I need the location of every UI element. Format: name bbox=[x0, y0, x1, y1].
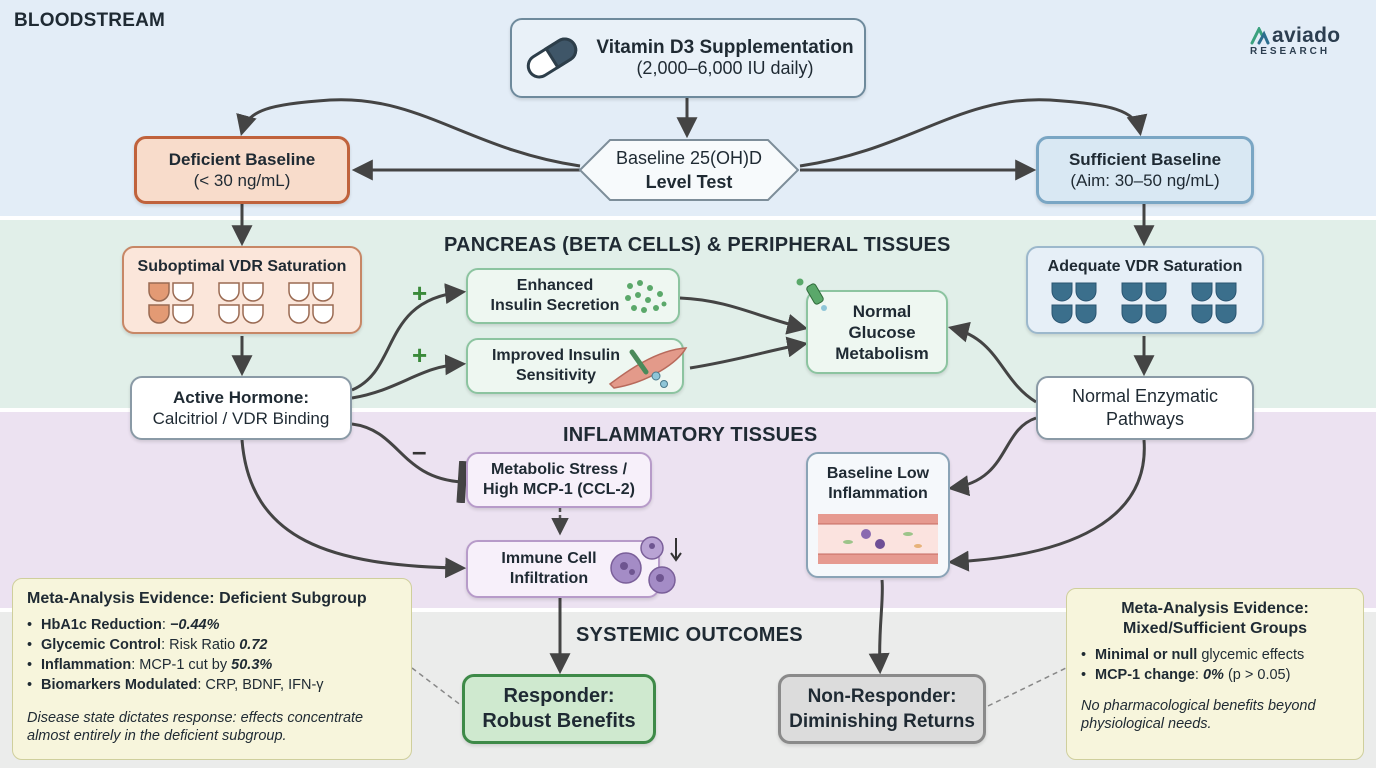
evidence-sufficient-panel: Meta-Analysis Evidence: Mixed/Sufficient… bbox=[1066, 588, 1364, 760]
responder-line2: Robust Benefits bbox=[482, 710, 636, 732]
supplementation-dose: (2,000–6,000 IU daily) bbox=[636, 58, 814, 78]
logo-sub-text: RESEARCH bbox=[1250, 46, 1331, 57]
metabolic-stress-line1: Metabolic Stress / bbox=[490, 461, 628, 478]
evidence-deficient-title: Meta-Analysis Evidence: Deficient Subgro… bbox=[27, 590, 367, 607]
blood-vessel-icon bbox=[818, 514, 938, 564]
evidence-deficient-list: HbA1c Reduction: −0.44% Glycemic Control… bbox=[27, 615, 397, 695]
deficient-baseline-node: Deficient Baseline (< 30 ng/mL) bbox=[134, 136, 350, 204]
band-divider bbox=[0, 608, 1376, 612]
metabolic-stress-node: Metabolic Stress / High MCP-1 (CCL-2) bbox=[466, 452, 652, 508]
deficient-baseline-title: Deficient Baseline bbox=[168, 150, 316, 169]
normal-glucose-line1: Normal bbox=[852, 301, 912, 321]
stimulate-sign: + bbox=[412, 340, 428, 370]
immune-infiltration-line1: Immune Cell bbox=[501, 550, 597, 567]
baseline-low-inflammation-node: Baseline Low Inflammation bbox=[806, 452, 950, 578]
improved-sensitivity-line1: Improved Insulin bbox=[491, 347, 620, 364]
section-title-inflammatory: INFLAMMATORY TISSUES bbox=[563, 424, 818, 446]
baseline-test-line2: Level Test bbox=[645, 172, 733, 192]
sufficient-baseline-range: (Aim: 30–50 ng/mL) bbox=[1070, 171, 1220, 190]
supplementation-node: Vitamin D3 Supplementation (2,000–6,000 … bbox=[510, 18, 866, 98]
list-item: Inflammation: MCP-1 cut by 50.3% bbox=[27, 655, 397, 675]
suboptimal-vdr-title: Suboptimal VDR Saturation bbox=[137, 258, 347, 275]
metabolic-stress-line2: High MCP-1 (CCL-2) bbox=[483, 481, 635, 498]
enhanced-insulin-node: Enhanced Insulin Secretion bbox=[466, 268, 680, 324]
suboptimal-vdr-node: Suboptimal VDR Saturation bbox=[122, 246, 362, 334]
receptor-channel-icon bbox=[796, 278, 827, 311]
responder-node: Responder: Robust Benefits bbox=[462, 674, 656, 744]
improved-sensitivity-line2: Sensitivity bbox=[515, 367, 597, 384]
active-hormone-sub: Calcitriol / VDR Binding bbox=[152, 409, 330, 428]
band-divider bbox=[0, 216, 1376, 220]
logo: aviado RESEARCH bbox=[1250, 24, 1350, 57]
list-item: Biomarkers Modulated: CRP, BDNF, IFN-γ bbox=[27, 675, 397, 695]
evidence-deficient-note: Disease state dictates response: effects… bbox=[27, 710, 364, 744]
capsule-icon bbox=[527, 37, 578, 79]
non-responder-line1: Non-Responder: bbox=[807, 686, 957, 707]
list-item: Glycemic Control: Risk Ratio 0.72 bbox=[27, 635, 397, 655]
non-responder-line2: Diminishing Returns bbox=[789, 711, 975, 732]
immune-infiltration-line2: Infiltration bbox=[509, 570, 589, 587]
improved-sensitivity-node: Improved Insulin Sensitivity bbox=[466, 338, 688, 394]
inflammatory-band bbox=[0, 412, 1376, 608]
adequate-vdr-title: Adequate VDR Saturation bbox=[1047, 258, 1243, 275]
normal-glucose-line2: Glucose bbox=[848, 322, 916, 342]
logo-brand-text: aviado bbox=[1272, 24, 1341, 47]
sufficient-baseline-node: Sufficient Baseline (Aim: 30–50 ng/mL) bbox=[1036, 136, 1254, 204]
unsaturated-receptors-icon bbox=[148, 282, 334, 324]
supplementation-title: Vitamin D3 Supplementation bbox=[596, 37, 854, 58]
responder-line1: Responder: bbox=[503, 685, 615, 707]
saturated-receptors-icon bbox=[1051, 282, 1237, 324]
list-item: HbA1c Reduction: −0.44% bbox=[27, 615, 397, 635]
insulin-granules-icon bbox=[625, 280, 667, 313]
section-title-pancreas: PANCREAS (BETA CELLS) & PERIPHERAL TISSU… bbox=[444, 234, 951, 256]
evidence-sufficient-note: No pharmacological benefits beyond physi… bbox=[1081, 698, 1316, 732]
inhibit-sign: – bbox=[412, 436, 427, 466]
normal-enzymatic-node: Normal Enzymatic Pathways bbox=[1036, 376, 1254, 440]
active-hormone-title: Active Hormone: bbox=[172, 388, 310, 407]
evidence-sufficient-title: Meta-Analysis Evidence: Mixed/Sufficient… bbox=[1121, 600, 1309, 637]
stimulate-sign: + bbox=[412, 278, 428, 308]
list-item: MCP-1 change: 0% (p > 0.05) bbox=[1081, 665, 1349, 685]
immune-cells-icon bbox=[610, 536, 682, 594]
logo-mark-icon bbox=[1250, 27, 1270, 45]
normal-enzymatic-line2: Pathways bbox=[1105, 409, 1185, 429]
adequate-vdr-node: Adequate VDR Saturation bbox=[1026, 246, 1264, 334]
sufficient-baseline-title: Sufficient Baseline bbox=[1068, 150, 1222, 169]
muscle-cell-icon bbox=[608, 347, 688, 389]
active-hormone-node: Active Hormone: Calcitriol / VDR Binding bbox=[130, 376, 352, 440]
normal-glucose-line3: Metabolism bbox=[835, 343, 929, 363]
baseline-low-line1: Baseline Low bbox=[826, 465, 930, 482]
section-title-outcomes: SYSTEMIC OUTCOMES bbox=[576, 624, 803, 646]
baseline-test-label: Baseline 25(OH)D Level Test bbox=[578, 146, 800, 194]
baseline-test-line1: Baseline 25(OH)D bbox=[615, 148, 763, 168]
enhanced-insulin-line2: Insulin Secretion bbox=[490, 297, 620, 314]
deficient-baseline-range: (< 30 ng/mL) bbox=[193, 171, 291, 190]
band-divider bbox=[0, 408, 1376, 412]
evidence-sufficient-list: Minimal or null glycemic effects MCP-1 c… bbox=[1081, 645, 1349, 685]
evidence-deficient-panel: Meta-Analysis Evidence: Deficient Subgro… bbox=[12, 578, 412, 760]
baseline-low-line2: Inflammation bbox=[828, 485, 928, 502]
enhanced-insulin-line1: Enhanced bbox=[516, 277, 594, 294]
non-responder-node: Non-Responder: Diminishing Returns bbox=[778, 674, 986, 744]
list-item: Minimal or null glycemic effects bbox=[1081, 645, 1349, 665]
baseline-test-hexagon bbox=[578, 139, 800, 201]
normal-enzymatic-line1: Normal Enzymatic bbox=[1071, 386, 1219, 406]
section-title-bloodstream: BLOODSTREAM bbox=[14, 10, 166, 31]
normal-glucose-node: Normal Glucose Metabolism bbox=[796, 278, 948, 374]
